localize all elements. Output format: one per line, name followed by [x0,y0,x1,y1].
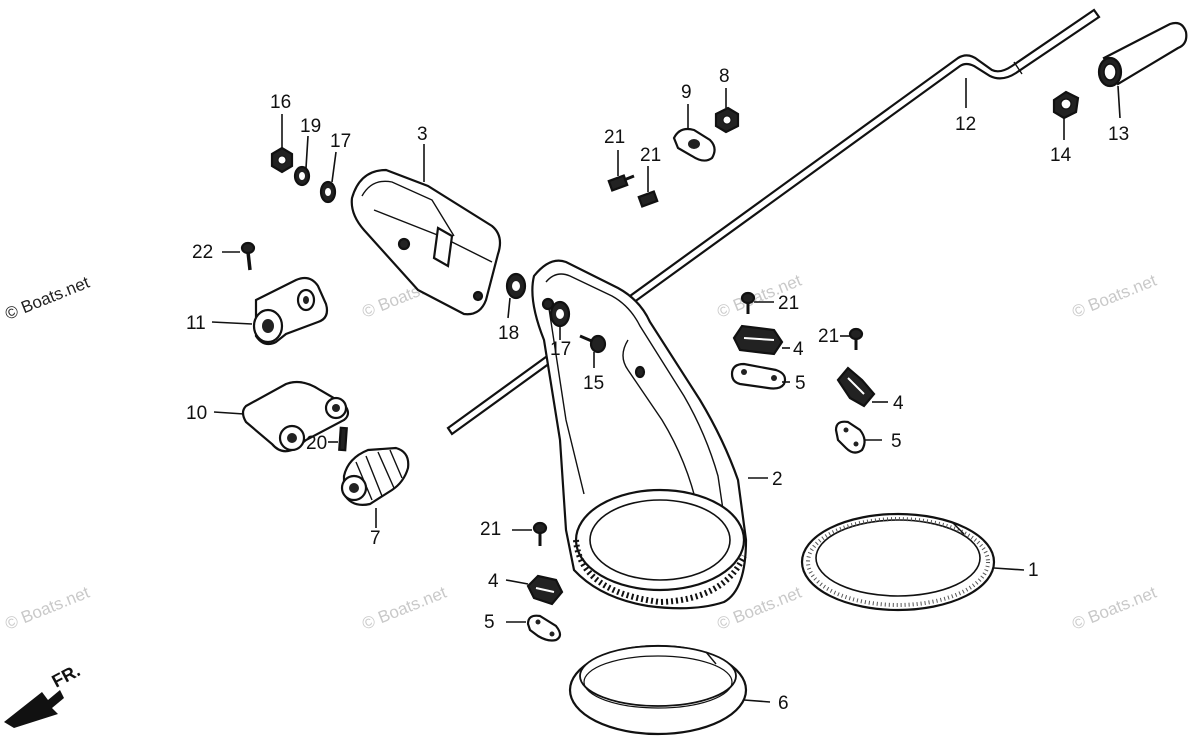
callout-7: 7 [370,528,381,549]
callout-3: 3 [417,124,428,145]
callout-8: 8 [719,66,730,87]
callout-21: 21 [604,127,625,148]
callout-21: 21 [640,145,661,166]
callout-14: 14 [1050,145,1072,166]
pin-20 [328,426,348,452]
plate-5a [730,362,790,390]
plate-9 [672,104,716,162]
clamp-4b [836,366,888,408]
shift-rod [446,8,1101,436]
callout-4: 4 [488,571,499,592]
washer-19 [293,135,311,187]
joint-sleeve [1097,21,1188,119]
callout-19: 19 [300,116,321,137]
bolt-21b [637,166,659,208]
callout-13: 13 [1108,124,1129,145]
plate-5c [506,614,562,642]
grommet-7 [340,446,410,528]
housing [531,259,768,610]
plate-5b [834,420,882,454]
callout-2: 2 [772,469,783,490]
watermark: © Boats.net [2,273,92,324]
front-indicator: FR. [4,660,83,728]
callout-5: 5 [484,612,495,633]
watermark: © Boats.net [359,583,449,634]
callout-22: 22 [192,242,213,263]
bracket-11 [211,276,329,346]
clamp-4a [732,324,790,356]
callout-12: 12 [955,114,976,135]
watermark: © Boats.net [2,583,92,634]
nut-8 [714,88,740,134]
front-label: FR. [48,660,83,691]
callout-16: 16 [270,92,291,113]
washer-18 [505,272,527,319]
screw-15 [579,334,607,368]
watermark: © Boats.net [1069,271,1159,322]
callouts: 1 2 3 4 4 4 5 5 5 5 6 7 8 9 10 11 12 13 … [186,66,1129,714]
callout-5: 5 [891,431,902,452]
callout-4: 4 [893,393,904,414]
bolt-21a [607,150,635,192]
bracket-10 [213,380,350,453]
callout-4: 4 [793,339,804,360]
nut-16 [270,114,294,174]
callout-20: 20 [306,433,327,454]
callout-17: 17 [330,131,351,152]
ring-6 [568,644,771,736]
callout-5: 5 [795,373,806,394]
callout-6: 6 [778,693,789,714]
callout-21: 21 [818,326,839,347]
callout-21: 21 [480,519,501,540]
callout-1: 1 [1028,560,1039,581]
washer-17a [319,151,337,204]
callout-18: 18 [498,323,519,344]
ring-1 [800,512,1025,612]
bolt-21d [840,327,864,350]
nut-14 [1052,90,1080,140]
callout-17: 17 [550,339,571,360]
watermark: © Boats.net [1069,583,1159,634]
cover-bracket [350,144,502,316]
callout-11: 11 [186,313,206,334]
callout-21: 21 [778,293,799,314]
clamp-4c [505,574,564,606]
bolt-21e [512,521,548,546]
washer-17b [549,300,571,340]
bolt-22 [222,241,256,271]
front-arrow-icon [4,690,64,728]
callout-10: 10 [186,403,207,424]
bolt-21c [740,291,774,314]
callout-15: 15 [583,373,604,394]
callout-9: 9 [681,82,692,103]
